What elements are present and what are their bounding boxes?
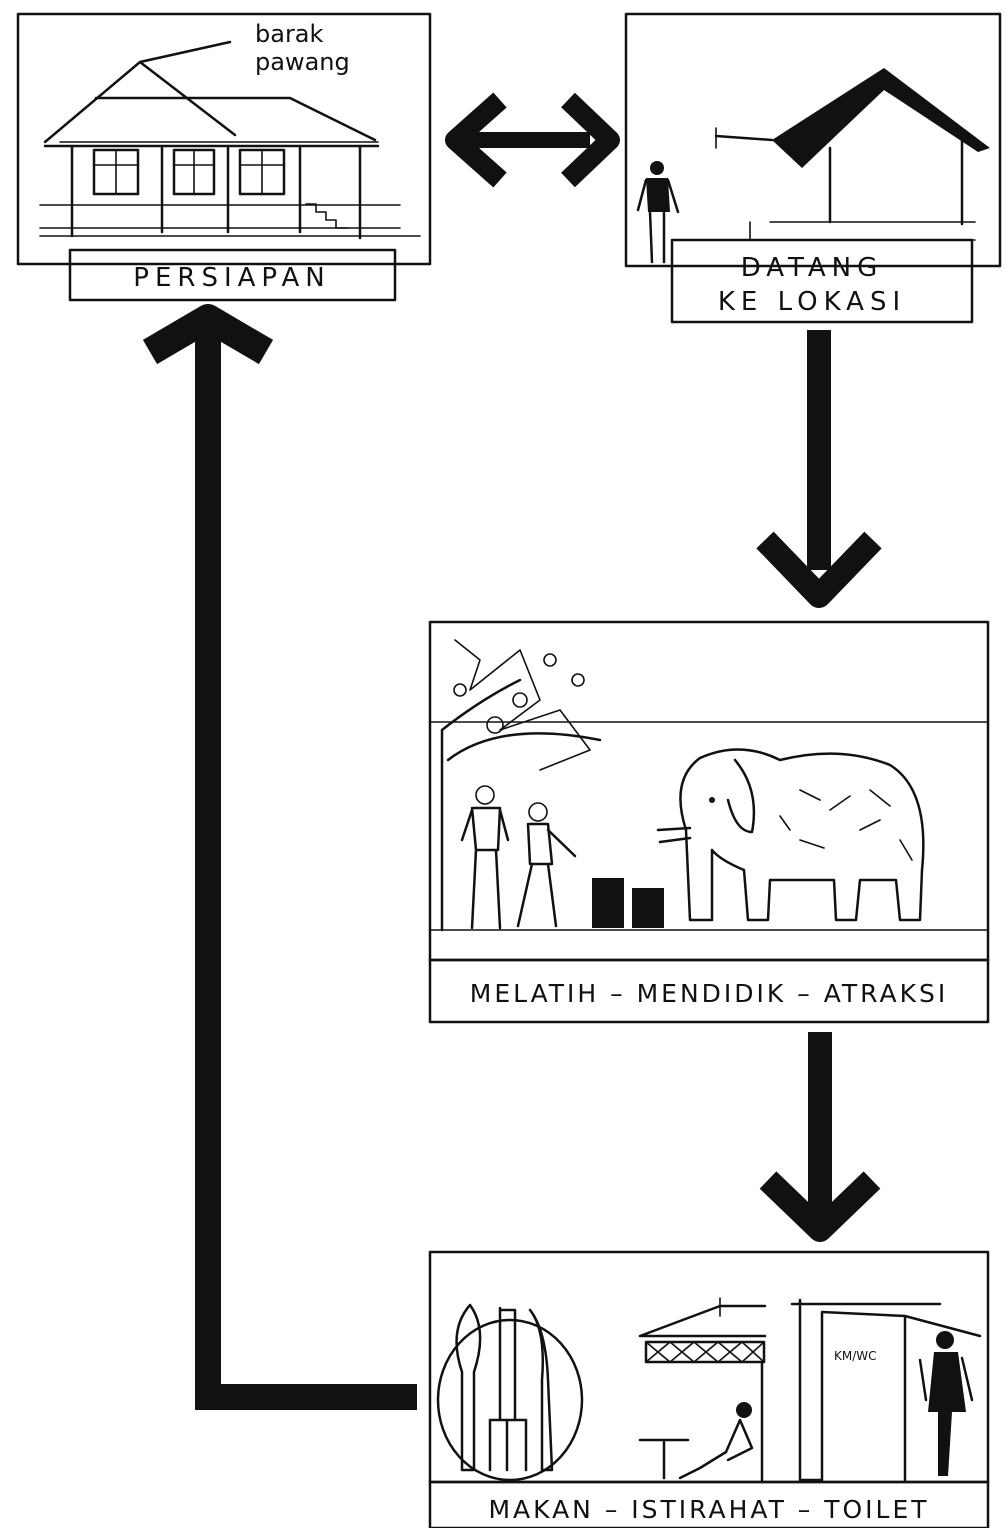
- down-arrow-2: [759, 1032, 881, 1242]
- toilet-icon: KM/WC: [790, 1298, 982, 1482]
- double-arrow: [445, 92, 620, 188]
- panel-persiapan: barak pawang PERSIAPAN: [16, 12, 432, 302]
- shelter-sketch-icon: [714, 68, 990, 241]
- pawang-note: pawang: [255, 48, 350, 76]
- persiapan-label: PERSIAPAN: [133, 263, 330, 293]
- person-with-backpack-icon: [636, 161, 680, 264]
- makan-label: MAKAN – ISTIRAHAT – TOILET: [488, 1495, 929, 1524]
- tree-sketch-icon: [440, 639, 602, 932]
- elephant-sketch-icon: [656, 748, 925, 922]
- barak-note: barak: [255, 20, 324, 48]
- down-arrow-1: [756, 330, 882, 608]
- house-sketch-icon: [39, 40, 421, 240]
- panel-melatih: MELATIH – MENDIDIK – ATRAKSI: [428, 620, 990, 1024]
- datang-label-line1: DATANG: [741, 253, 884, 283]
- panel-datang: DATANG KE LOKASI: [624, 12, 1002, 324]
- rest-shelter-icon: [638, 1297, 767, 1482]
- melatih-label: MELATIH – MENDIDIK – ATRAKSI: [470, 979, 949, 1008]
- people-sketch-icon: [460, 785, 577, 930]
- barrels-icon: [592, 878, 664, 928]
- return-arrow: [142, 304, 417, 1410]
- toilet-sign: KM/WC: [834, 1349, 877, 1363]
- panel-makan: KM/WC MAKAN – ISTIRAHAT – TOILET: [428, 1250, 990, 1528]
- datang-label-line2: KE LOKASI: [718, 287, 906, 317]
- cutlery-icon: [436, 1303, 584, 1482]
